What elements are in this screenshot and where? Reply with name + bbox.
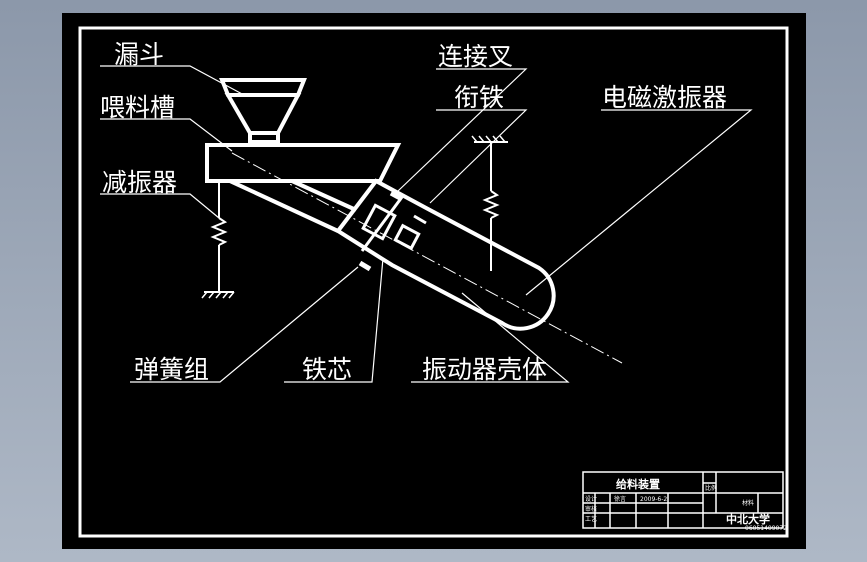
mechanical-drawing: 漏斗 喂料槽 减振器 连接叉 衔铁 电磁激振器 弹簧组 铁芯 振动器壳体 给料装… xyxy=(78,26,789,538)
title-block-drawing-title: 给料装置 xyxy=(616,477,660,491)
label-electromagnetic-exciter: 电磁激振器 xyxy=(602,83,727,112)
label-feed-trough: 喂料槽 xyxy=(100,93,175,122)
title-block-row-review: 审核 xyxy=(585,505,597,513)
feed-trough xyxy=(205,143,402,183)
drawing-sheet: 漏斗 喂料槽 减振器 连接叉 衔铁 电磁激振器 弹簧组 铁芯 振动器壳体 给料装… xyxy=(62,13,806,549)
vibrator-housing xyxy=(335,178,556,331)
title-block-designer: 徐言 xyxy=(614,495,626,503)
damper xyxy=(201,181,235,299)
label-damper: 减振器 xyxy=(102,168,177,197)
armature-block xyxy=(358,190,427,272)
title-block xyxy=(582,471,784,529)
label-connecting-fork: 连接叉 xyxy=(438,42,513,71)
hopper xyxy=(219,78,307,144)
title-block-date: 2009-6-2 xyxy=(640,496,667,503)
title-block-scale-label: 比例 xyxy=(705,484,717,492)
title-block-material-label: 材料 xyxy=(742,499,754,507)
title-block-drawing-no: 06051409072 xyxy=(745,525,787,532)
title-block-row-process: 工艺 xyxy=(585,515,597,523)
label-spring-group: 弹簧组 xyxy=(134,355,209,384)
chute xyxy=(229,179,357,233)
label-vibrator-housing: 振动器壳体 xyxy=(422,355,547,384)
leader-lines xyxy=(100,65,753,383)
center-line xyxy=(231,152,623,364)
title-block-row-design: 设计 xyxy=(585,495,597,503)
label-armature: 衔铁 xyxy=(454,83,504,112)
label-iron-core: 铁芯 xyxy=(302,355,352,384)
drawing-frame xyxy=(78,26,789,538)
label-hopper: 漏斗 xyxy=(114,40,164,69)
title-block-school: 中北大学 xyxy=(726,512,770,526)
